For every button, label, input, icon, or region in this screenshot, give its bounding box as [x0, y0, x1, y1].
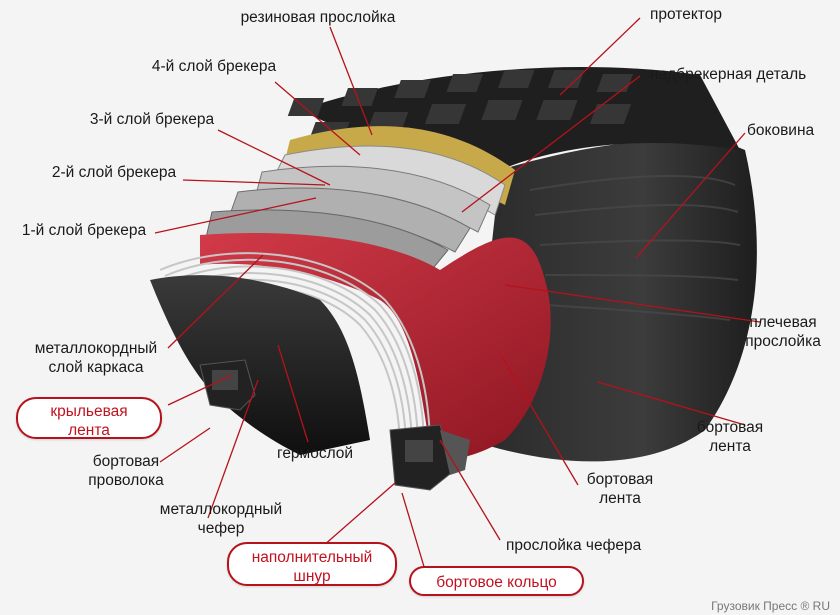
label-over-breaker-part: надбрекерная деталь [650, 66, 807, 83]
label-tread: протектор [650, 6, 722, 23]
label-bead-tape-right: бортовая лента [690, 418, 770, 456]
inner-liner-shape [150, 275, 370, 455]
label-wing-tape-line1: крыльевая [50, 403, 128, 420]
metal-cord-carcass [159, 252, 431, 451]
label-metal-cord-chafer-line2: чефер [197, 520, 245, 537]
label-breaker-layer-3: 3-й слой брекера [89, 111, 215, 128]
label-filler-cord-line1: наполнительный [251, 549, 373, 566]
bead-left [199, 359, 256, 411]
label-bead-wire-line1: бортовая [92, 453, 160, 470]
label-sidewall: боковина [747, 122, 815, 139]
callout-filler-cord: наполнительный шнур [227, 542, 397, 586]
label-wing-tape-line2: лента [68, 422, 110, 439]
label-rubber-interlayer: резиновая прослойка [240, 9, 396, 26]
label-bead-tape-lower: бортовая лента [580, 470, 660, 508]
label-bead-tape-lower-line2: лента [599, 490, 641, 507]
label-chafer-interlayer: прослойка чефера [506, 537, 642, 554]
label-metal-cord-carcass-line1: металлокордный [34, 340, 158, 357]
label-bead-tape-right-line1: бортовая [696, 419, 764, 436]
label-metal-cord-carcass: металлокордный слой каркаса [25, 339, 167, 377]
label-metal-cord-chafer-line1: металлокордный [159, 501, 283, 518]
label-inner-liner: гермослой [277, 445, 354, 462]
label-bead-wire-line2: проволока [88, 472, 164, 489]
label-filler-cord-line2: шнур [293, 568, 331, 585]
callout-bead-ring: бортовое кольцо [409, 566, 584, 596]
label-metal-cord-carcass-line2: слой каркаса [48, 359, 144, 376]
carcass-red-body [200, 233, 551, 459]
label-metal-cord-chafer: металлокордный чефер [150, 500, 292, 538]
leader-lines [154, 17, 761, 571]
label-breaker-layer-4: 4-й слой брекера [151, 58, 277, 75]
label-bead-wire: бортовая проволока [76, 452, 176, 490]
label-shoulder-interlayer: плечевая прослойка [733, 313, 833, 351]
bead-right [389, 424, 470, 491]
label-shoulder-interlayer-line2: прослойка [745, 333, 821, 350]
label-breaker-layer-1: 1-й слой брекера [21, 222, 147, 239]
label-bead-tape-lower-line1: бортовая [586, 471, 654, 488]
label-breaker-layer-2: 2-й слой брекера [51, 164, 177, 181]
watermark: Грузовик Пресс ® RU [711, 599, 830, 613]
label-shoulder-interlayer-line1: плечевая [749, 314, 817, 331]
label-bead-tape-right-line2: лента [709, 438, 751, 455]
callout-wing-tape: крыльевая лента [16, 397, 162, 439]
